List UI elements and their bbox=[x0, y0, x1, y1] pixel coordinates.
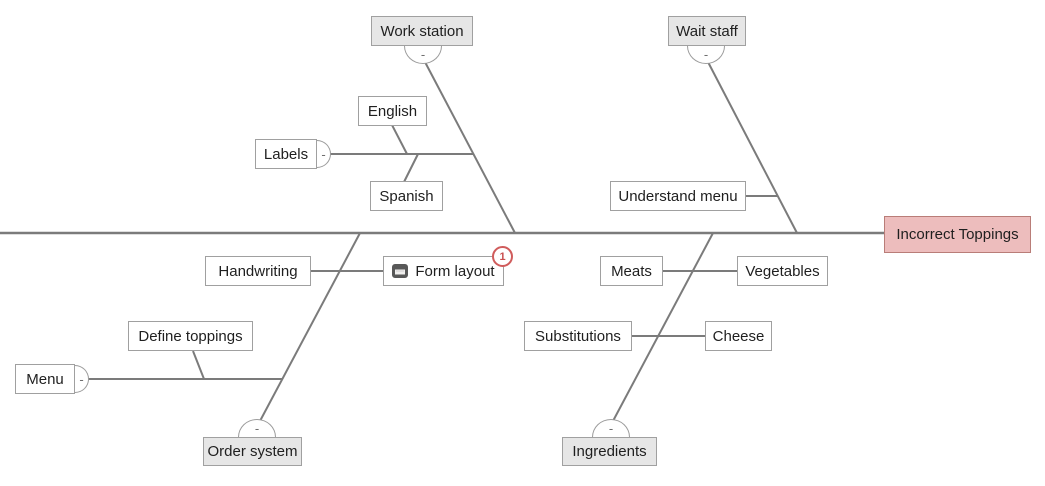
cause-vegetables[interactable]: Vegetables bbox=[737, 256, 828, 286]
cause-label: Understand menu bbox=[618, 187, 738, 205]
cause-handwriting[interactable]: Handwriting bbox=[205, 256, 311, 286]
cause-substitutions[interactable]: Substitutions bbox=[524, 321, 632, 351]
cause-label: Labels bbox=[263, 145, 309, 163]
tick-english bbox=[391, 124, 408, 155]
branch-order-system[interactable]: Order system bbox=[203, 437, 302, 466]
rib-wait-staff bbox=[707, 61, 798, 234]
cause-label: Handwriting bbox=[218, 262, 298, 280]
cause-label: Cheese bbox=[712, 327, 765, 345]
branch-label: Wait staff bbox=[676, 22, 738, 40]
cause-label: Meats bbox=[611, 262, 652, 280]
rib-work-station bbox=[424, 61, 516, 234]
branch-label: Order system bbox=[207, 443, 298, 460]
branch-work-station[interactable]: Work station bbox=[371, 16, 473, 46]
cause-form-layout[interactable]: Form layout 1 bbox=[383, 246, 513, 286]
note-icon bbox=[392, 264, 409, 278]
cause-label: Menu bbox=[26, 370, 64, 388]
tick-spanish bbox=[403, 153, 419, 183]
branch-ingredients[interactable]: Ingredients bbox=[562, 437, 657, 466]
branch-label: Ingredients bbox=[572, 443, 647, 460]
cause-label: Vegetables bbox=[745, 262, 820, 280]
minus-icon: - bbox=[608, 421, 614, 436]
cause-meats[interactable]: Meats bbox=[600, 256, 663, 286]
cause-define-toppings[interactable]: Define toppings bbox=[128, 321, 253, 351]
minus-icon: - bbox=[420, 47, 426, 62]
cause-spanish[interactable]: Spanish bbox=[370, 181, 443, 211]
rib-ingredients bbox=[612, 232, 714, 422]
effect-label: Incorrect Toppings bbox=[896, 226, 1019, 243]
minus-icon: - bbox=[254, 421, 260, 436]
cause-label: Define toppings bbox=[138, 327, 243, 345]
cause-english[interactable]: English bbox=[358, 96, 427, 126]
cause-label: Substitutions bbox=[535, 327, 621, 345]
cause-cheese[interactable]: Cheese bbox=[705, 321, 772, 351]
cause-label: Spanish bbox=[379, 187, 434, 205]
cause-labels[interactable]: Labels bbox=[255, 139, 317, 169]
minus-icon: - bbox=[79, 371, 84, 387]
note-count-badge[interactable]: 1 bbox=[492, 246, 513, 267]
cause-label: English bbox=[367, 102, 418, 120]
branch-label: Work station bbox=[380, 22, 464, 40]
effect-box[interactable]: Incorrect Toppings bbox=[884, 216, 1031, 253]
minus-icon: - bbox=[321, 146, 326, 162]
cause-menu[interactable]: Menu bbox=[15, 364, 75, 394]
rib-order-system bbox=[259, 232, 361, 422]
branch-wait-staff[interactable]: Wait staff bbox=[668, 16, 746, 46]
cause-understand-menu[interactable]: Understand menu bbox=[610, 181, 746, 211]
tick-define-toppings bbox=[192, 350, 205, 380]
minus-icon: - bbox=[703, 47, 709, 62]
cause-label: Form layout bbox=[415, 262, 495, 280]
